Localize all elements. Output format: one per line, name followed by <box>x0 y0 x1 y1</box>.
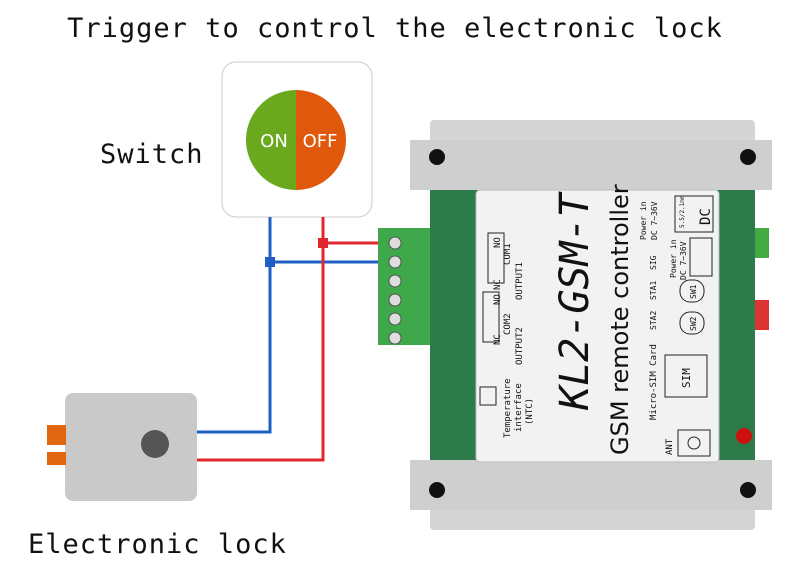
switch-on-half <box>246 90 296 190</box>
red-wire-to-controller <box>321 217 378 245</box>
terminal-screw <box>388 312 402 326</box>
diagram-title: Trigger to control the electronic lock <box>67 13 723 44</box>
terminal-screw <box>388 331 402 345</box>
terminal-screw <box>388 255 402 269</box>
nc1-label: NC <box>493 279 503 290</box>
nc2-label: NC <box>493 334 503 345</box>
screw-hole <box>429 482 445 498</box>
switch-off-half <box>296 90 346 190</box>
red-wire-to-lock <box>197 243 325 462</box>
ant-box <box>677 429 711 457</box>
electronic-lock <box>65 393 197 501</box>
case-flange <box>410 140 772 190</box>
switch-on-label: ON <box>260 131 288 152</box>
dc-range-label: DC 7~36V <box>679 241 688 280</box>
com2-label: COM2 <box>503 313 513 335</box>
case-flange <box>410 460 772 510</box>
temp-label: Temperature <box>503 378 513 438</box>
dc-jack-box <box>674 195 714 233</box>
led <box>736 428 752 444</box>
terminal-block <box>378 228 430 345</box>
screw-hole <box>740 149 756 165</box>
lock-keyhole-icon <box>141 430 169 458</box>
switch-label: Switch <box>100 139 204 170</box>
label-plate <box>475 189 720 463</box>
lock-bolt <box>47 452 66 465</box>
dc-range-label: DC 7~36V <box>650 201 659 240</box>
blue-junction <box>265 257 275 267</box>
no2-label: NO <box>493 294 503 305</box>
output1-terminal-icon <box>487 232 505 284</box>
sim-card-label: Micro-SIM Card <box>649 344 659 420</box>
temp-terminal-icon <box>479 386 497 406</box>
product-name: GSM remote controller <box>606 184 634 455</box>
blue-wire-to-lock <box>197 262 272 434</box>
power-terminal-box <box>689 237 713 277</box>
sw1-label: SW1 <box>689 284 698 299</box>
output2-label: OUTPUT2 <box>515 327 525 365</box>
sim-slot <box>664 354 708 398</box>
sw2-button <box>679 311 705 335</box>
dc-label: DC <box>698 208 714 225</box>
screw-hole <box>429 149 445 165</box>
sig-label: SIG <box>649 255 658 270</box>
sim-label: SIM <box>680 368 693 388</box>
terminal-screw <box>388 236 402 250</box>
lock-bolt <box>47 425 66 445</box>
lock-label: Electronic lock <box>28 529 287 560</box>
power-terminal <box>755 228 769 258</box>
temp-label: interface <box>514 383 524 432</box>
sta2-label: STA2 <box>649 311 658 330</box>
com1-label: COM1 <box>503 243 513 265</box>
terminal-screw <box>388 293 402 307</box>
terminal-screw <box>388 274 402 288</box>
model-name: KL2-GSM-T <box>552 190 598 411</box>
output1-label: OUTPUT1 <box>515 262 525 300</box>
button <box>755 300 769 330</box>
power-in-label: Power in <box>669 239 678 278</box>
jack-label: 5.5/2.1mm <box>679 195 686 228</box>
sw2-label: SW2 <box>689 316 698 331</box>
no1-label: NO <box>493 237 503 248</box>
ant-label: ANT <box>665 438 675 455</box>
sw1-button <box>679 279 705 303</box>
red-junction <box>318 238 328 248</box>
ant-icon <box>687 436 701 450</box>
temp-label: (NTC) <box>525 398 535 425</box>
screw-hole <box>740 482 756 498</box>
sta1-label: STA1 <box>649 281 658 300</box>
output2-terminal-icon <box>482 291 500 343</box>
switch-off-label: OFF <box>303 131 338 152</box>
power-in-label: Power in <box>639 201 648 240</box>
